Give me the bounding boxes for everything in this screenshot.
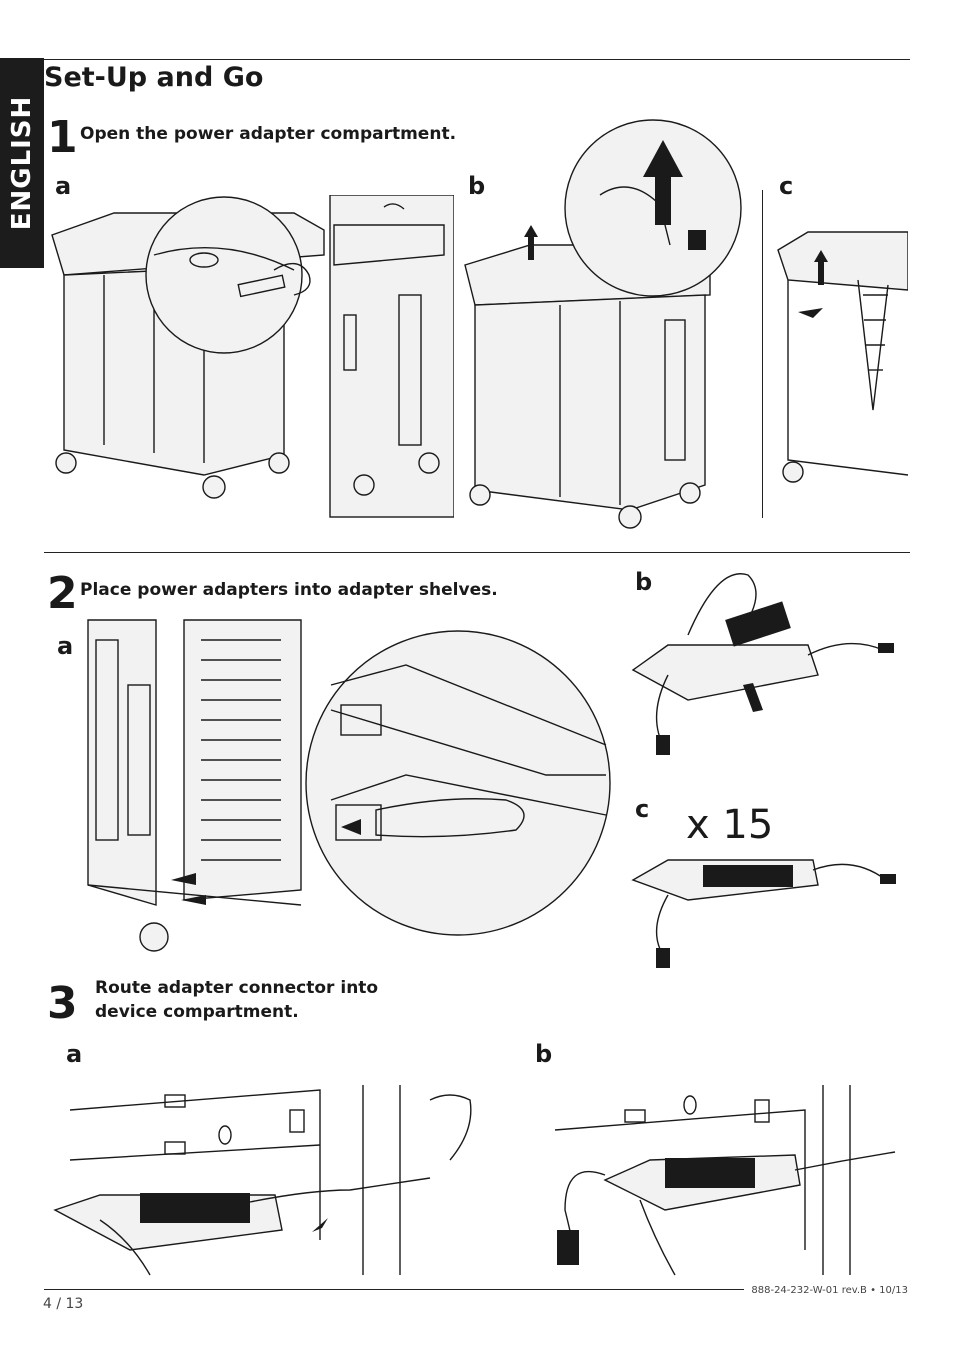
language-label: ENGLISH — [7, 95, 37, 231]
step-2b-label: b — [635, 568, 653, 596]
page-number: 4 / 13 — [43, 1296, 84, 1312]
step-3b-illustration — [554, 1085, 896, 1276]
step-1b-label: b — [468, 172, 486, 200]
step-1-divider — [762, 190, 763, 518]
step-3-text-line2: device compartment. — [95, 1002, 299, 1022]
step-3a-illustration — [53, 1085, 472, 1276]
step-2b-illustration — [631, 573, 894, 755]
step-1-number: 1 — [47, 112, 78, 163]
step-3-text-line1: Route adapter connector into — [95, 978, 379, 998]
step-3a-label: a — [66, 1040, 83, 1068]
step-3b-label: b — [535, 1040, 553, 1068]
step-2a-illustration — [87, 619, 611, 952]
step-2c-label: c — [635, 795, 650, 823]
header-rule — [44, 59, 910, 60]
step-divider-1 — [44, 552, 910, 553]
step-2-text: Place power adapters into adapter shelve… — [80, 580, 498, 600]
page-title: Set-Up and Go — [44, 62, 264, 93]
step-1c-illustration — [777, 231, 908, 483]
step-1a-label: a — [55, 172, 72, 200]
step-3-number: 3 — [47, 978, 78, 1029]
step-2a-label: a — [57, 632, 74, 660]
language-tab: ENGLISH — [0, 58, 44, 268]
step-2-number: 2 — [47, 568, 78, 619]
document-code: 888-24-232-W-01 rev.B • 10/13 — [751, 1285, 908, 1296]
step-1-text: Open the power adapter compartment. — [80, 124, 457, 144]
step-1b-illustration — [464, 119, 742, 529]
footer-rule — [44, 1289, 744, 1290]
step-2c-illustration — [631, 859, 896, 968]
step-1a-illustration — [51, 195, 454, 518]
step-1c-label: c — [779, 172, 794, 200]
quantity-multiplier: x 15 — [686, 802, 774, 848]
